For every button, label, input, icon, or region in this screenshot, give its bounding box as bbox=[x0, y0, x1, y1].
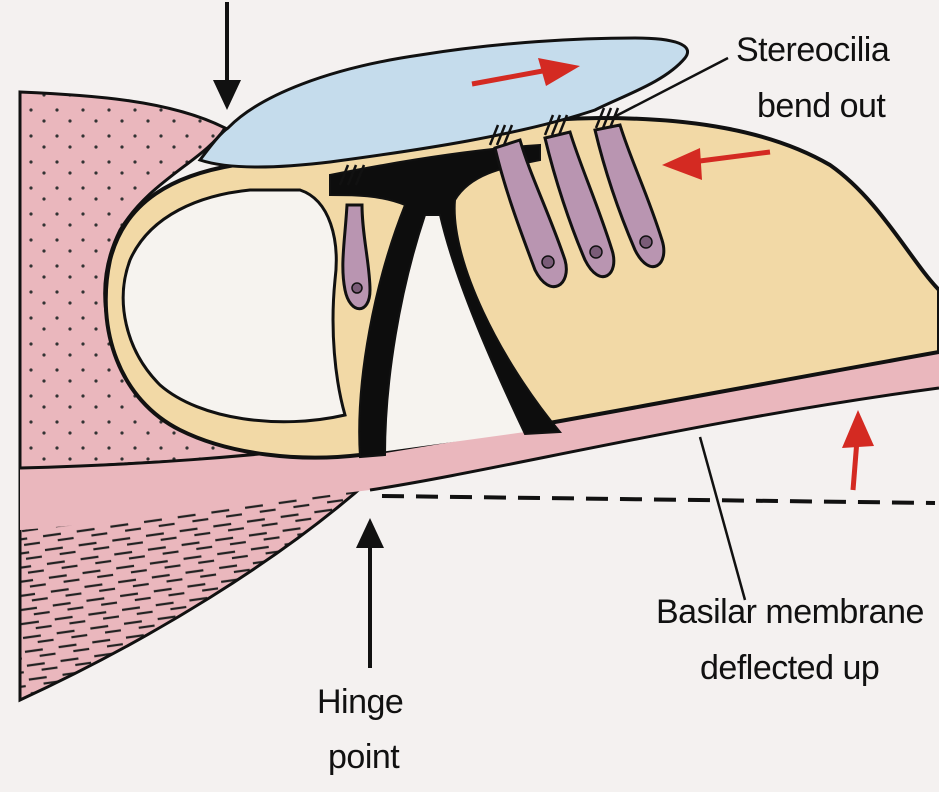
up-arrow-icon bbox=[356, 518, 384, 668]
hinge-point-label-line2: point bbox=[328, 735, 399, 779]
basilar-membrane-label-line1: Basilar membrane bbox=[656, 590, 924, 634]
red-motion-arrow-icon-up bbox=[842, 410, 874, 490]
resting-position-dashed-line bbox=[382, 496, 935, 503]
basilar-leader-line bbox=[700, 437, 745, 600]
stereocilia-label-line2: bend out bbox=[757, 84, 885, 128]
stereocilia-label-line1: Stereocilia bbox=[736, 28, 889, 72]
down-arrow-icon bbox=[213, 2, 241, 110]
hinge-point-label-line1: Hinge bbox=[317, 680, 403, 724]
basilar-membrane-label-line2: deflected up bbox=[700, 646, 879, 690]
